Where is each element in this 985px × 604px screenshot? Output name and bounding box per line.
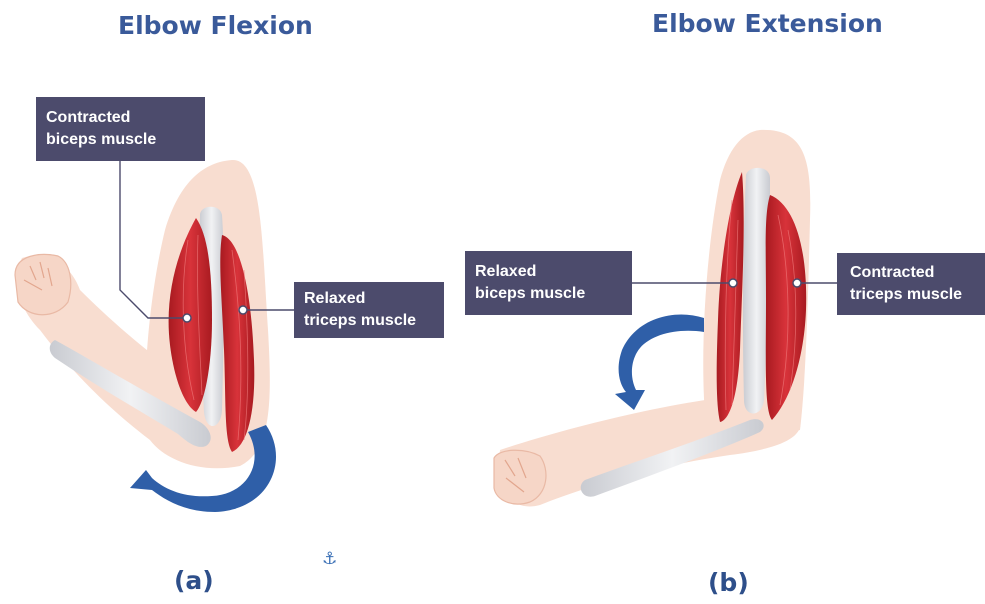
- panel-a-arm: [15, 160, 294, 512]
- panel-a-contracted-line1: Contracted: [46, 107, 195, 129]
- panel-b-caption: (b): [708, 568, 749, 597]
- panel-a-contracted-line2: biceps muscle: [46, 129, 195, 151]
- panel-a-caption: (a): [174, 566, 214, 595]
- panel-b-hand: [494, 450, 546, 504]
- panel-b-relaxed-line1: Relaxed: [475, 261, 622, 283]
- panel-b-relaxed-line2: biceps muscle: [475, 283, 622, 305]
- panel-a-fist: [15, 254, 71, 314]
- panel-a-relaxed-line1: Relaxed: [304, 288, 434, 310]
- panel-b-contracted-line2: triceps muscle: [850, 284, 975, 306]
- panel-b-forearm-skin: [499, 398, 800, 506]
- panel-a-relaxed-triceps-label: Relaxed triceps muscle: [294, 282, 444, 338]
- panel-a-contracted-biceps-label: Contracted biceps muscle: [36, 97, 205, 161]
- panel-b-relaxed-biceps-label: Relaxed biceps muscle: [465, 251, 632, 315]
- panel-b-triceps-marker: [793, 279, 801, 287]
- panel-a-biceps-marker: [183, 314, 191, 322]
- panel-b-biceps-marker: [729, 279, 737, 287]
- panel-b-arm: [494, 130, 837, 507]
- panel-b-contracted-line1: Contracted: [850, 262, 975, 284]
- panel-a-triceps-marker: [239, 306, 247, 314]
- panel-b-extension-arrow: [615, 315, 704, 410]
- panel-b-contracted-triceps-label: Contracted triceps muscle: [837, 253, 985, 315]
- panel-a-relaxed-line2: triceps muscle: [304, 310, 434, 332]
- anchor-icon: ⚓: [322, 549, 337, 569]
